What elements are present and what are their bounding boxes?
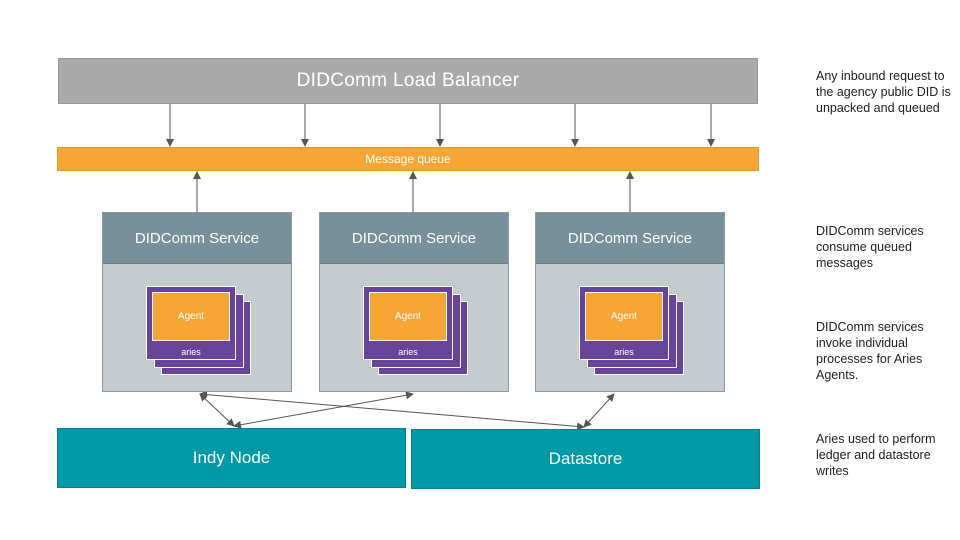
aries-agent-stack: Agent aries <box>363 286 468 376</box>
didcomm-service-1: DIDComm Service Agent aries <box>102 212 292 392</box>
aries-agent-stack: Agent aries <box>146 286 251 376</box>
note-aries-writes: Aries used to perform ledger and datasto… <box>816 432 936 478</box>
agent-box: Agent <box>152 292 230 341</box>
service-title: DIDComm Service <box>536 213 724 264</box>
service-title: DIDComm Service <box>320 213 508 264</box>
aries-label: aries <box>398 347 418 357</box>
message-queue-bar: Message queue <box>57 147 759 171</box>
didcomm-service-2: DIDComm Service Agent aries <box>319 212 509 392</box>
aries-label: aries <box>614 347 634 357</box>
note-inbound: Any inbound request to the agency public… <box>816 69 951 115</box>
agent-box: Agent <box>585 292 663 341</box>
load-balancer-box: DIDComm Load Balancer <box>58 58 758 104</box>
service2-indy-arrow <box>233 391 414 429</box>
aries-agent-stack: Agent aries <box>579 286 684 376</box>
service1-indy-arrow <box>199 393 235 427</box>
aries-card-front: Agent aries <box>579 286 669 360</box>
aries-card-front: Agent aries <box>146 286 236 360</box>
datastore-box: Datastore <box>411 429 760 489</box>
aries-card-front: Agent aries <box>363 286 453 360</box>
indy-node-box: Indy Node <box>57 428 406 488</box>
agent-box: Agent <box>369 292 447 341</box>
aries-label: aries <box>181 347 201 357</box>
didcomm-service-3: DIDComm Service Agent aries <box>535 212 725 392</box>
service-title: DIDComm Service <box>103 213 291 264</box>
note-consume: DIDComm services consume queued messages <box>816 224 924 270</box>
service3-datastore-arrow <box>583 393 615 428</box>
note-invoke: DIDComm services invoke individual proce… <box>816 320 924 382</box>
